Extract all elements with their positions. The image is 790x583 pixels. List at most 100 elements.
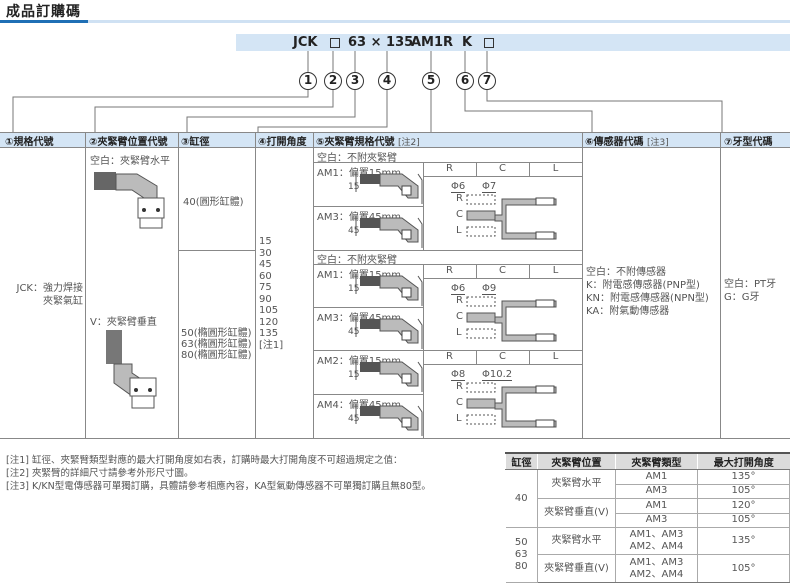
- th-position: 夾緊臂位置: [537, 452, 616, 470]
- arm-direction-r: R: [456, 295, 463, 306]
- arm-direction-c: C: [456, 397, 463, 408]
- angle-option: 45: [259, 259, 272, 270]
- arm-vertical-label: V：夾緊臂垂直: [90, 317, 157, 328]
- type-cell: AM1: [615, 469, 698, 485]
- angle-option: 105: [259, 305, 279, 316]
- note-3: [注3] K/KN型電傳感器可單獨訂購，具體請參考相應內容，KA型氣動傳感器不可…: [6, 481, 431, 492]
- angle-cell: 105°: [697, 512, 790, 528]
- th-type: 夾緊臂類型: [615, 452, 698, 470]
- divider: [529, 264, 530, 278]
- spec-code-desc: JCK：強力焊接夾緊氣缸: [10, 282, 84, 308]
- divider: [313, 264, 582, 265]
- circle-4: 4: [378, 72, 396, 90]
- angle-option: 15: [259, 236, 272, 247]
- sensor-option: KA：附氣動傳感器: [586, 306, 670, 317]
- header-arm-spec: ⑤夾緊臂規格代號: [316, 137, 395, 148]
- clamp-arm-image: [355, 404, 423, 436]
- angle-option: [注1]: [259, 339, 284, 351]
- divider: [0, 438, 790, 439]
- bore-40: 40(圓形缸體): [183, 197, 244, 208]
- header-open-angle: ④打開角度: [258, 137, 307, 148]
- hole-diameter-1: Φ6: [451, 181, 466, 193]
- note-ref: [注2]: [397, 138, 420, 148]
- rcl-header-c: C: [499, 265, 506, 276]
- code-sensor: K: [462, 35, 473, 50]
- position-cell: 夾緊臂垂直(V): [537, 554, 616, 583]
- rcl-header-r: R: [446, 265, 453, 276]
- arm-direction-l: L: [456, 225, 462, 236]
- arm-direction-l: L: [456, 413, 462, 424]
- angle-cell: 105°: [697, 554, 790, 583]
- sensor-option: K：附電感傳感器(PNP型): [586, 280, 700, 291]
- arm-offset-label: AM3：偏置45mm: [317, 212, 402, 223]
- divider: [720, 132, 721, 438]
- angle-option: 75: [259, 282, 272, 293]
- code-position-placeholder: [330, 38, 340, 48]
- arm-direction-r: R: [456, 193, 463, 204]
- divider: [313, 162, 582, 163]
- note-2: [注2] 夾緊臂的詳細尺寸請參考外形尺寸圖。: [6, 468, 194, 479]
- type-cell: AM1、AM3 AM2、AM4: [615, 554, 698, 583]
- hole-diameter-2: Φ7: [482, 181, 497, 193]
- arm-offset-label: AM3：偏置45mm: [317, 313, 402, 324]
- hole-diameter-2: Φ10.2: [482, 369, 513, 381]
- divider: [313, 250, 582, 251]
- note-1: [注1] 缸徑、夾緊臂類型對應的最大打開角度如右表，訂購時最大打開角度不可超過規…: [6, 455, 403, 466]
- bore-63: 63(橢圓形缸體): [181, 339, 252, 350]
- spec-line: 夾緊氣缸: [43, 296, 83, 307]
- divider: [423, 264, 424, 350]
- bore-cell: 50 63 80: [505, 527, 538, 583]
- angle-cell: 120°: [697, 498, 790, 514]
- circle-2: 2: [324, 72, 342, 90]
- type-cell: AM3: [615, 483, 698, 499]
- no-arm-option: 空白：不附夾緊臂: [317, 255, 397, 266]
- table-header-row: [0, 132, 790, 148]
- thread-option: G：G牙: [724, 292, 760, 303]
- arm-rcl-diagram: [466, 382, 557, 428]
- rcl-header-c: C: [499, 351, 506, 362]
- divider: [313, 350, 582, 351]
- clamp-arm-image: [355, 274, 423, 306]
- no-arm-option: 空白：不附夾緊臂: [317, 153, 397, 164]
- thread-option: 空白：PT牙: [724, 279, 777, 290]
- arm-direction-l: L: [456, 327, 462, 338]
- rcl-header-r: R: [446, 163, 453, 174]
- circle-1: 1: [299, 72, 317, 90]
- header-spec-code: ①規格代號: [5, 137, 54, 148]
- arm-direction-c: C: [456, 209, 463, 220]
- arm-offset-label: AM2：偏置15mm: [317, 356, 402, 367]
- position-cell: 夾緊臂垂直(V): [537, 498, 616, 528]
- offset-value: 45: [348, 327, 360, 337]
- rcl-header-c: C: [499, 163, 506, 174]
- angle-option: 120: [259, 316, 279, 328]
- header-sensor: ⑥傳感器代碼: [585, 137, 644, 148]
- sensor-option: KN：附電感傳感器(NPN型): [586, 293, 709, 304]
- arm-offset-label: AM4：偏置45mm: [317, 400, 402, 411]
- arm-offset-label: AM1：偏置15mm: [317, 168, 402, 179]
- arm-horizontal-label: 空白：夾緊臂水平: [90, 156, 170, 167]
- angle-option: 60: [259, 270, 272, 282]
- angle-option: 90: [259, 293, 272, 305]
- connector-lines: [12, 51, 723, 132]
- divider: [529, 350, 530, 364]
- header-bore: ③缸徑: [181, 137, 210, 148]
- clamp-arm-image: [355, 216, 423, 248]
- rcl-header-l: L: [552, 351, 559, 362]
- position-cell: 夾緊臂水平: [537, 527, 616, 555]
- code-series: JCK: [293, 35, 318, 50]
- divider: [85, 132, 86, 438]
- spec-line: JCK：強力焊接: [16, 283, 84, 294]
- rcl-header-r: R: [446, 351, 453, 362]
- divider: [178, 250, 255, 251]
- clamp-arm-image: [355, 360, 423, 392]
- header-thread: ⑦牙型代碼: [724, 137, 773, 148]
- divider: [423, 278, 582, 279]
- horizontal-clamp-image: [94, 172, 165, 229]
- divider: [178, 132, 179, 438]
- arm-direction-r: R: [456, 381, 463, 392]
- order-code-bar: [236, 34, 790, 51]
- arm-rcl-diagram: [466, 296, 557, 342]
- title-underline: [88, 20, 790, 23]
- divider: [476, 350, 477, 364]
